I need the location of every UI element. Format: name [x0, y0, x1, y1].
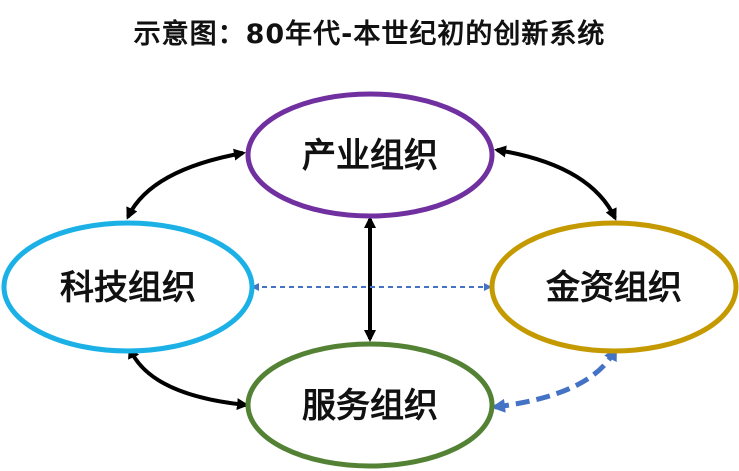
- node-finance: 金资组织: [489, 220, 739, 354]
- node-service-label: 服务组织: [302, 386, 438, 426]
- node-service-ellipse: [245, 341, 495, 469]
- node-service: 服务组织: [245, 341, 495, 469]
- node-technology: 科技组织: [1, 220, 255, 354]
- connector-industry-technology: [126, 148, 246, 220]
- node-technology-label: 科技组织: [60, 268, 196, 308]
- connector-industry-finance: [494, 145, 617, 221]
- node-industry: 产业组织: [245, 91, 495, 219]
- connector-technology-service: [128, 346, 249, 411]
- node-industry-ellipse: [245, 91, 495, 219]
- node-industry-label: 产业组织: [302, 136, 438, 176]
- diagram-title: 示意图：80年代-本世纪初的创新系统: [133, 19, 606, 50]
- connector-service-finance: [491, 346, 618, 413]
- node-technology-ellipse: [1, 220, 255, 354]
- node-finance-label: 金资组织: [545, 268, 682, 308]
- node-finance-ellipse: [489, 220, 739, 354]
